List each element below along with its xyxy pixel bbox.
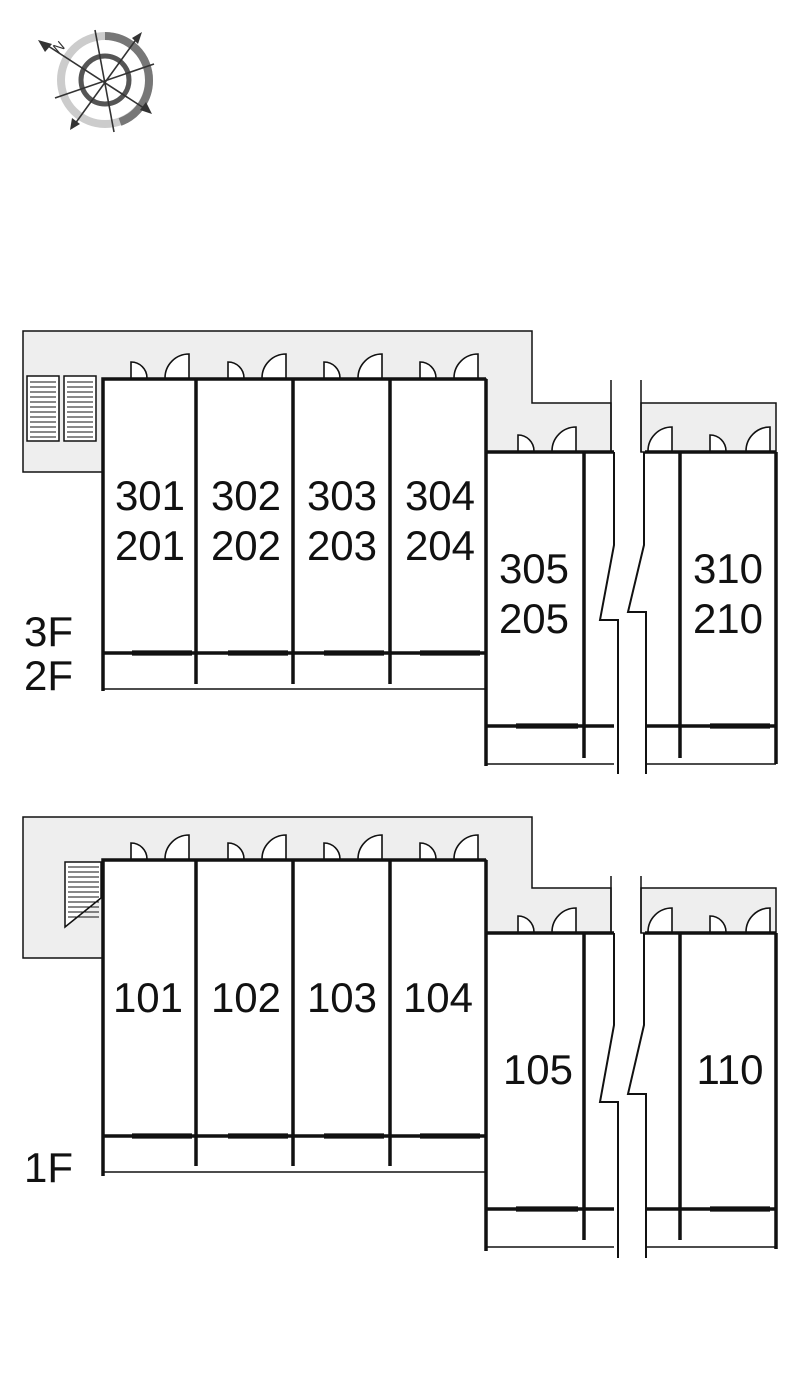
room-304-204: 304 204: [405, 472, 475, 569]
door-swing: [419, 361, 437, 379]
room-101: 101: [113, 974, 183, 1021]
door-swing: [517, 915, 535, 933]
room-number: 301: [115, 472, 185, 519]
room-number: 305: [499, 545, 569, 592]
room-number: 205: [499, 595, 569, 642]
door-swing: [453, 834, 479, 860]
door-swing: [647, 426, 673, 452]
room-number: 310: [693, 545, 763, 592]
room-number: 203: [307, 522, 377, 569]
door-swing: [130, 842, 148, 860]
floor-label-2f: 2F: [24, 652, 73, 699]
room-number: 303: [307, 472, 377, 519]
door-swing: [419, 842, 437, 860]
room-305-205: 305 205: [499, 545, 569, 642]
upper-floor-block: 301 201 302 202 303 203 304 204 305 205 …: [22, 330, 778, 774]
door-swing: [357, 353, 383, 379]
room-number: 202: [211, 522, 281, 569]
door-swing: [647, 907, 673, 933]
lower-floor-block: 101 102 103 104 105 110 1F: [22, 816, 778, 1258]
door-swing: [551, 907, 577, 933]
door-swing: [357, 834, 383, 860]
room-number: 201: [115, 522, 185, 569]
door-swing: [164, 834, 190, 860]
door-swing: [130, 361, 148, 379]
door-swing: [745, 426, 771, 452]
room-103: 103: [307, 974, 377, 1021]
door-swing: [323, 842, 341, 860]
door-swing: [453, 353, 479, 379]
room-number: 210: [693, 595, 763, 642]
door-swing: [709, 915, 727, 933]
room-104: 104: [403, 974, 473, 1021]
floor-label-1f: 1F: [24, 1144, 73, 1191]
break-mark: [598, 380, 647, 774]
door-swing: [164, 353, 190, 379]
compass-icon: N: [38, 29, 155, 133]
room-302-202: 302 202: [211, 472, 281, 569]
door-swing: [551, 426, 577, 452]
room-301-201: 301 201: [115, 472, 185, 569]
room-number: 204: [405, 522, 475, 569]
stairs: [26, 375, 97, 442]
floor-label-3f: 3F: [24, 608, 73, 655]
door-swing: [227, 361, 245, 379]
room-number: 302: [211, 472, 281, 519]
room-number: 304: [405, 472, 475, 519]
door-swing: [261, 834, 287, 860]
windows: [132, 650, 770, 729]
doors: [130, 834, 771, 933]
door-swing: [261, 353, 287, 379]
room-110: 110: [697, 1046, 764, 1093]
room-105: 105: [503, 1046, 573, 1093]
door-swing: [517, 434, 535, 452]
door-swing: [323, 361, 341, 379]
door-swing: [745, 907, 771, 933]
room-102: 102: [211, 974, 281, 1021]
break-mark: [598, 876, 647, 1258]
room-310-210: 310 210: [693, 545, 763, 642]
door-swing: [709, 434, 727, 452]
stairs: [64, 861, 102, 929]
room-303-203: 303 203: [307, 472, 377, 569]
doors: [130, 353, 771, 452]
compass-north-label: N: [50, 38, 68, 57]
windows: [132, 1133, 770, 1212]
door-swing: [227, 842, 245, 860]
